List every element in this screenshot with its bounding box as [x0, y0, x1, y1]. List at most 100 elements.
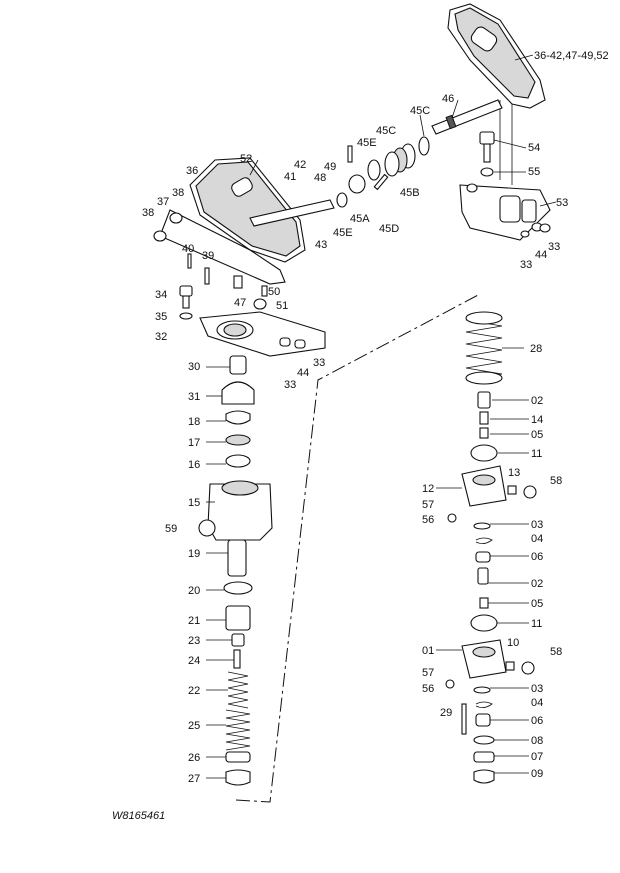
callout: 05 — [531, 429, 543, 441]
callout: 56 — [422, 683, 434, 695]
callout: 57 — [422, 499, 434, 511]
callout: 47 — [234, 297, 246, 309]
callout: 38 — [172, 187, 184, 199]
callout: 58 — [550, 475, 562, 487]
callout: 25 — [188, 720, 200, 732]
callout: 51 — [276, 300, 288, 312]
callout: 46 — [442, 93, 454, 105]
right-stack — [445, 311, 537, 784]
assembly-link — [235, 293, 481, 803]
callout: 22 — [188, 685, 200, 697]
callout: 33 — [313, 357, 325, 369]
callout: 11 — [531, 618, 542, 630]
callout: 37 — [157, 196, 169, 208]
callout-labels: 36-42,47-49,52 46 45C 45C 45E 54 55 45B … — [142, 50, 609, 785]
leader-lines — [206, 54, 557, 779]
callout: 54 — [528, 142, 540, 154]
callout: 04 — [531, 697, 543, 709]
callout: 45A — [350, 213, 370, 225]
callout: 01 — [422, 645, 434, 657]
callout: 18 — [188, 416, 200, 428]
pedal-left — [153, 157, 335, 285]
callout: 44 — [297, 367, 309, 379]
callout: 45D — [379, 223, 399, 235]
callout: 24 — [188, 655, 200, 667]
callout: 14 — [531, 414, 543, 426]
pin-47 — [233, 275, 243, 289]
callout: 36 — [186, 165, 198, 177]
callout: 32 — [155, 331, 167, 343]
callout: 45E — [333, 227, 353, 239]
drawing-number: W8165461 — [112, 810, 165, 822]
callout: 36-42,47-49,52 — [534, 50, 609, 62]
callout: 45C — [410, 105, 430, 117]
callout: 17 — [188, 437, 200, 449]
callout: 35 — [155, 311, 167, 323]
callout: 08 — [531, 735, 543, 747]
callout: 42 — [294, 159, 306, 171]
pin-40 — [187, 253, 192, 269]
callout: 09 — [531, 768, 543, 780]
callout: 04 — [531, 533, 543, 545]
callout: 59 — [165, 523, 177, 535]
callout: 21 — [188, 615, 200, 627]
callout: 31 — [188, 391, 200, 403]
callout: 10 — [507, 637, 519, 649]
callout: 23 — [188, 635, 200, 647]
callout: 28 — [530, 343, 542, 355]
pin-39 — [204, 267, 210, 285]
callout: 30 — [188, 361, 200, 373]
nut-51 — [253, 298, 267, 310]
callout: 06 — [531, 551, 543, 563]
callout: 02 — [531, 395, 543, 407]
bolt-34 — [179, 285, 193, 309]
callout: 53 — [556, 197, 568, 209]
callout: 33 — [520, 259, 532, 271]
callout: 11 — [531, 448, 542, 460]
washer-35 — [179, 312, 193, 320]
washer-55 — [480, 167, 494, 177]
callout: 39 — [202, 250, 214, 262]
callout: 20 — [188, 585, 200, 597]
bracket-53 — [459, 183, 551, 241]
callout: 43 — [315, 239, 327, 251]
callout: 44 — [535, 249, 547, 261]
callout: 58 — [550, 646, 562, 658]
callout: 52 — [240, 153, 252, 165]
callout: 02 — [531, 578, 543, 590]
callout: 41 — [284, 171, 296, 183]
pedal-right — [447, 3, 546, 185]
callout: 03 — [531, 519, 543, 531]
plate-32 — [199, 311, 326, 357]
callout: 45C — [376, 125, 396, 137]
callout: 07 — [531, 751, 543, 763]
callout: 26 — [188, 752, 200, 764]
callout: 15 — [188, 497, 200, 509]
callout: 27 — [188, 773, 200, 785]
callout: 03 — [531, 683, 543, 695]
callout: 13 — [508, 467, 520, 479]
callout: 57 — [422, 667, 434, 679]
callout: 49 — [324, 161, 336, 173]
callout: 38 — [142, 207, 154, 219]
callout: 06 — [531, 715, 543, 727]
callout: 12 — [422, 483, 434, 495]
callout: 48 — [314, 172, 326, 184]
pin-50 — [261, 285, 268, 297]
bolt-54 — [479, 131, 495, 163]
callout: 55 — [528, 166, 540, 178]
callout: 50 — [268, 286, 280, 298]
seal-stack-45 — [336, 136, 430, 208]
callout: 29 — [440, 707, 452, 719]
callout: 34 — [155, 289, 167, 301]
callout: 56 — [422, 514, 434, 526]
callout: 05 — [531, 598, 543, 610]
callout: 40 — [182, 243, 194, 255]
left-stack — [198, 355, 273, 786]
callout: 45B — [400, 187, 420, 199]
callout: 16 — [188, 459, 200, 471]
callout: 45E — [357, 137, 377, 149]
callout: 19 — [188, 548, 200, 560]
callout: 33 — [284, 379, 296, 391]
